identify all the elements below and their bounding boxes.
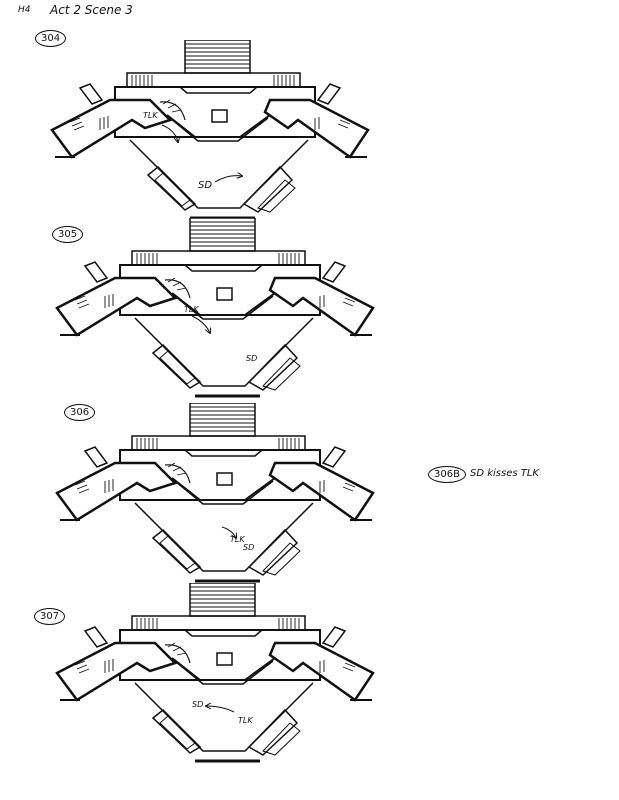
note-sd: SD (243, 543, 255, 552)
shot-number-306: 306 (64, 404, 96, 421)
note-sd: SD (192, 700, 204, 709)
stage-diagram-304 (52, 40, 368, 218)
movement-arrows (161, 124, 242, 713)
stage-diagram-306 (57, 403, 373, 581)
stage-diagram-305 (57, 218, 373, 396)
note-tlk: TLK (143, 111, 158, 120)
note-tlk: TLK (230, 535, 245, 544)
shot-number-305: 305 (52, 226, 84, 243)
note-tlk: TLK (238, 716, 253, 725)
note-sd: SD (246, 354, 258, 363)
note-tlk: TLK (184, 305, 199, 314)
side-note-text: SD kisses TLK (470, 468, 539, 479)
shot-number-304: 304 (35, 30, 67, 47)
shot-number-307: 307 (34, 608, 66, 625)
shot-number-306b: 306B (428, 466, 466, 483)
note-sd: SD (198, 180, 213, 191)
stage-diagram-307 (57, 583, 373, 761)
page-title: Act 2 Scene 3 (50, 3, 133, 17)
page-code: H4 (18, 5, 31, 15)
